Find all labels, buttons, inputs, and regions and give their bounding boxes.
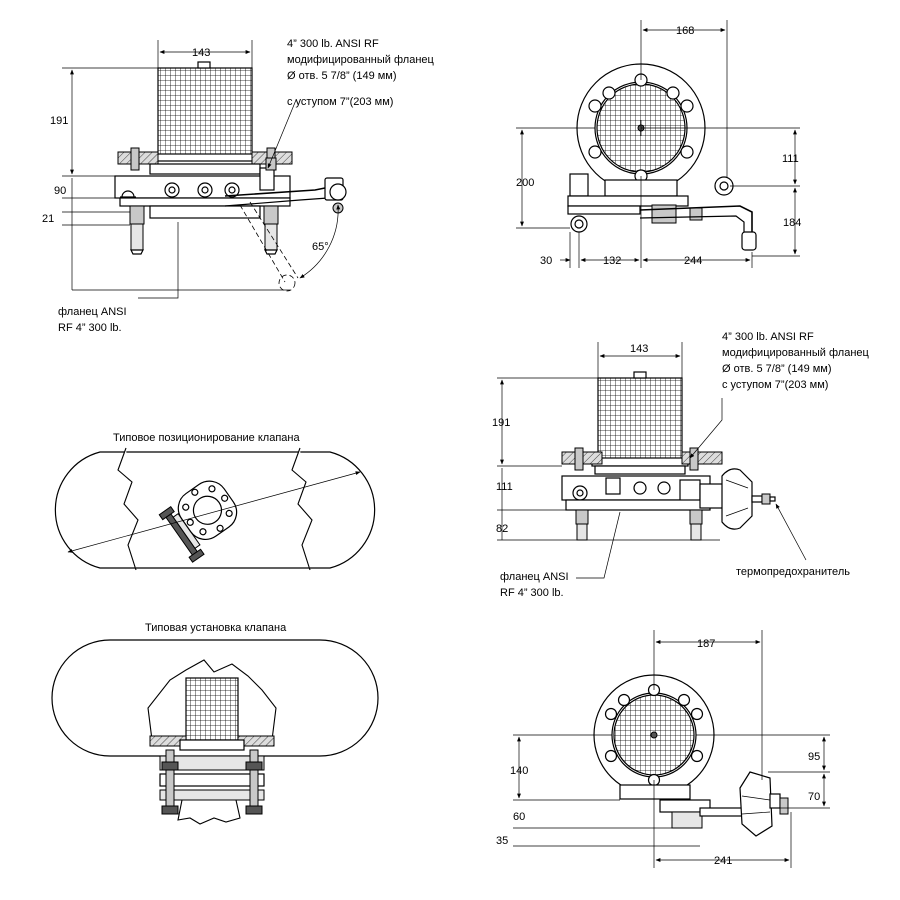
flange-note-line-4: с уступом 7”(203 мм) <box>287 96 393 108</box>
dim-height-191: 191 <box>50 115 68 127</box>
dim-82: 82 <box>496 523 508 535</box>
fuse-label: термопредохранитель <box>736 566 850 578</box>
ansi-note-line-2: RF 4” 300 lb. <box>58 322 122 334</box>
flange-note-2-line-4: с уступом 7”(203 мм) <box>722 379 828 391</box>
dim-level-90: 90 <box>54 185 66 197</box>
dim-168: 168 <box>676 25 694 37</box>
ansi-note-2-line-2: RF 4” 300 lb. <box>500 587 564 599</box>
view-top-right-front: 168 111 184 200 30 132 244 <box>516 20 801 268</box>
dim-191-b: 191 <box>492 417 510 429</box>
thermal-actuator-2 <box>739 771 773 837</box>
thermal-fuse <box>761 493 771 505</box>
dim-132: 132 <box>603 255 621 267</box>
tank-outline-2 <box>51 639 379 757</box>
flange-note-2-line-2: модифицированный фланец <box>722 347 870 359</box>
dim-width-143-b: 143 <box>630 343 648 355</box>
flange-note-line-3: Ø отв. 5 7/8” (149 мм) <box>287 70 397 82</box>
view-bottom-right-front: 187 95 70 140 60 35 241 <box>496 630 830 868</box>
dim-35: 35 <box>496 835 508 847</box>
flange-note-line-2: модифицированный фланец <box>287 54 435 66</box>
installation-title: Типовая установка клапана <box>145 622 287 634</box>
positioning-title: Типовое позиционирование клапана <box>113 432 300 444</box>
dim-111-b: 111 <box>496 481 513 493</box>
mesh-screen <box>157 67 253 159</box>
view-top-left-side: 65° 143 191 90 21 4” 300 lb. ANSI RF мод… <box>42 38 435 334</box>
view-positioning: Типовое позиционирование клапана <box>54 432 376 571</box>
dim-111: 111 <box>782 153 799 165</box>
mesh-screen-2 <box>597 377 683 461</box>
dim-60: 60 <box>513 811 525 823</box>
dim-187: 187 <box>697 638 715 650</box>
dim-95: 95 <box>808 751 820 763</box>
dim-184: 184 <box>783 217 801 229</box>
dim-200: 200 <box>516 177 534 189</box>
view-installation: Типовая установка клапана <box>51 622 379 825</box>
dim-70: 70 <box>808 791 820 803</box>
flange-note-2-line-3: Ø отв. 5 7/8” (149 мм) <box>722 363 832 375</box>
view-middle-right-side: 143 191 111 82 4” 300 lb. ANSI RF модифи… <box>492 331 870 599</box>
angle-label: 65° <box>312 241 329 253</box>
tank-outline-1 <box>54 451 376 569</box>
dim-30: 30 <box>540 255 552 267</box>
thermal-actuator <box>721 468 753 530</box>
flange-note-line-1: 4” 300 lb. ANSI RF <box>287 38 379 50</box>
dim-140: 140 <box>510 765 528 777</box>
dim-level-21: 21 <box>42 213 54 225</box>
dim-244: 244 <box>684 255 702 267</box>
ansi-note-line-1: фланец ANSI <box>58 306 127 318</box>
ansi-note-2-line-1: фланец ANSI <box>500 571 569 583</box>
dim-241: 241 <box>714 855 732 867</box>
flange-note-2-line-1: 4” 300 lb. ANSI RF <box>722 331 814 343</box>
dim-width-143: 143 <box>192 47 210 59</box>
